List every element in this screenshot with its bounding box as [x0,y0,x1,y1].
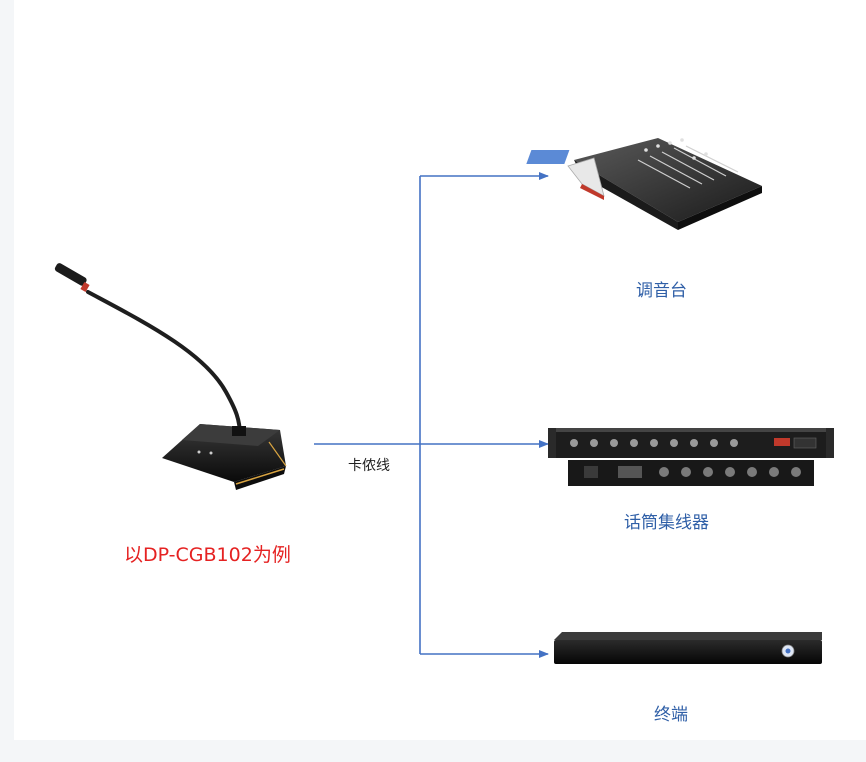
cable-type-label: 卡侬线 [348,458,390,474]
connection-lines [314,172,549,658]
mixing-console-icon [526,138,762,230]
microphone-hub-rack-icon [548,428,834,486]
terminal-unit-icon [554,632,822,664]
gooseneck-microphone-icon [54,263,287,490]
diagram-canvas: 调音台 话筒集线器 终端 卡侬线 以DP-CGB102为例 [14,0,866,740]
mixing-console-label: 调音台 [636,281,687,301]
example-model-caption: 以DP-CGB102为例 [124,544,291,566]
terminal-label: 终端 [654,705,688,725]
microphone-hub-label: 话筒集线器 [624,513,709,533]
connection-diagram [54,138,834,664]
